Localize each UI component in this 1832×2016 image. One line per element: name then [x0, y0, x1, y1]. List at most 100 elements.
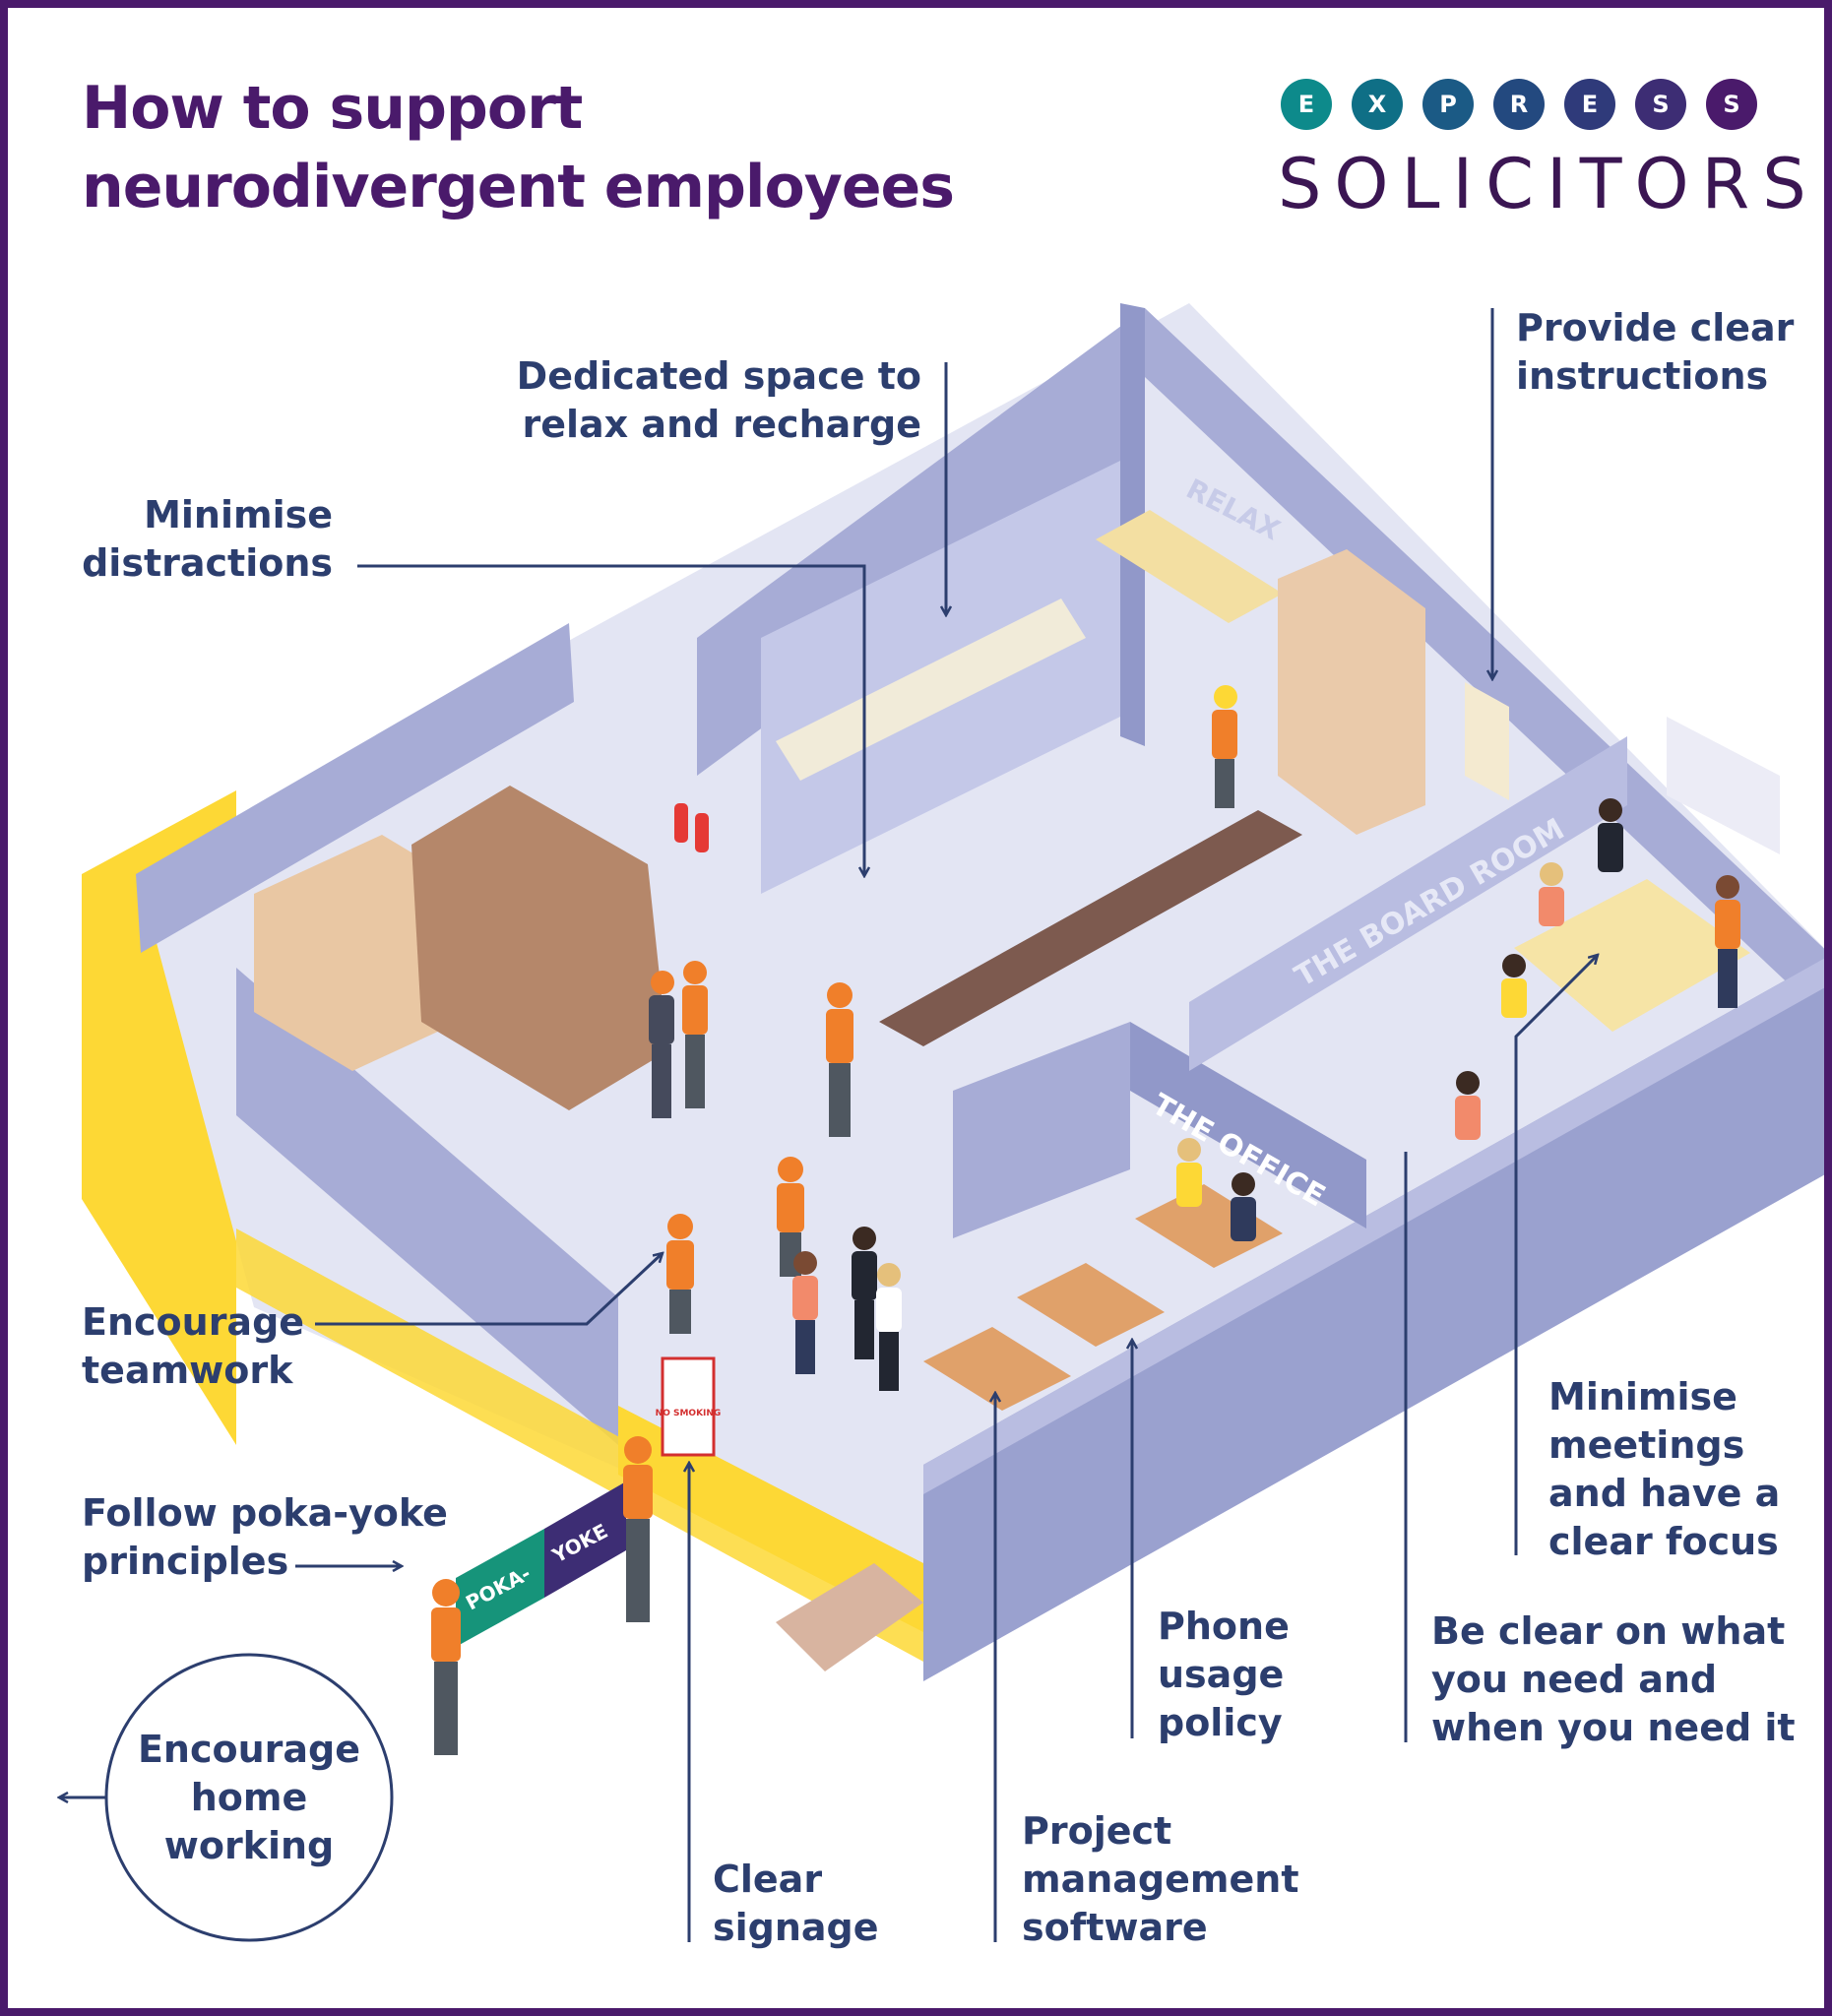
- chart-wall-poster: [1667, 717, 1780, 854]
- meeting-table: [1514, 879, 1750, 1032]
- title-line-2: neurodivergent employees: [82, 153, 955, 221]
- label-project-mgmt-line-3: software: [1022, 1906, 1208, 1949]
- label-distractions-line-2: distractions: [82, 541, 333, 585]
- logo-dot: P: [1422, 79, 1474, 130]
- office-desk-front: [923, 1327, 1071, 1411]
- page-title: How to support neurodivergent employees: [82, 69, 955, 226]
- label-be-clear: Be clear on what you need and when you n…: [1431, 1607, 1796, 1752]
- callout-line-distractions: [357, 564, 864, 876]
- label-home-working: Encourage home working: [106, 1726, 392, 1870]
- front-yellow-base: [236, 1228, 923, 1662]
- office-worker-figure: [852, 1227, 877, 1359]
- label-phone-line-2: usage: [1158, 1653, 1285, 1696]
- label-project-mgmt: Project management software: [1022, 1807, 1299, 1952]
- no-smoking-sign-text: NO SMOKING: [656, 1409, 722, 1418]
- label-poka-yoke: Follow poka-yoke principles: [82, 1489, 448, 1586]
- label-teamwork-line-2: teamwork: [82, 1349, 293, 1392]
- board-room-wall: [1189, 736, 1627, 1071]
- label-teamwork-line-1: Encourage: [82, 1300, 305, 1344]
- label-home-working-line-2: home: [190, 1776, 308, 1819]
- board-room-figure: [1715, 875, 1740, 1008]
- label-meetings-line-2: meetings: [1548, 1423, 1745, 1467]
- label-meetings-line-4: clear focus: [1548, 1520, 1779, 1563]
- office-desk-mid: [1017, 1263, 1165, 1347]
- front-left-wall: [236, 968, 618, 1445]
- large-brown-crates: [411, 786, 667, 1110]
- right-outer-wall: [1145, 308, 1824, 1018]
- board-room-figure: [1455, 1071, 1481, 1140]
- label-poka-yoke-line-2: principles: [82, 1540, 289, 1583]
- props: NO SMOKING: [254, 510, 1780, 1457]
- worker-figure: [666, 1214, 694, 1334]
- label-instructions-line-1: Provide clear: [1516, 306, 1795, 349]
- label-meetings: Minimise meetings and have a clear focus: [1548, 1373, 1780, 1566]
- storage-shelf: [1278, 549, 1425, 835]
- whiteboard: [1465, 682, 1509, 800]
- logo-letter-dots: E X P R E S S: [1281, 79, 1757, 130]
- board-room-figure: [1501, 954, 1527, 1018]
- callout-line-meetings: [1514, 955, 1598, 1555]
- no-smoking-sign: [661, 1356, 716, 1457]
- fire-extinguisher: [674, 803, 688, 843]
- label-home-working-line-1: Encourage: [137, 1728, 361, 1771]
- worker-figure: [826, 982, 853, 1137]
- label-be-clear-line-3: when you need it: [1431, 1706, 1796, 1749]
- conveyor-belt: [879, 810, 1302, 1046]
- label-signage-line-2: signage: [713, 1906, 879, 1949]
- worker-figure: [623, 1436, 653, 1622]
- label-home-working-line-3: working: [163, 1824, 335, 1867]
- label-project-mgmt-line-1: Project: [1022, 1809, 1172, 1853]
- entrance-stairs: [776, 1563, 923, 1671]
- office-worker-figure: [1176, 1138, 1202, 1207]
- worker-figure: [649, 971, 674, 1118]
- banner-left-panel: [456, 1529, 544, 1647]
- callout-line-teamwork: [315, 1253, 663, 1326]
- callout-lines: [59, 308, 1598, 1942]
- worker-figure: [682, 961, 708, 1108]
- poka-yoke-banner: POKA- YOKE: [456, 1481, 626, 1647]
- home-working-circle: [104, 1653, 394, 1942]
- label-signage: Clear signage: [713, 1856, 879, 1952]
- label-instructions: Provide clear instructions: [1516, 304, 1794, 401]
- label-instructions-line-2: instructions: [1516, 354, 1769, 398]
- office-desk-back: [1135, 1184, 1283, 1268]
- label-phone-line-1: Phone: [1158, 1605, 1290, 1648]
- logo-dot: X: [1352, 79, 1403, 130]
- back-left-wall: [136, 623, 574, 953]
- relax-sofa: [776, 598, 1086, 781]
- workers: [431, 685, 1740, 1755]
- label-meetings-line-3: and have a: [1548, 1472, 1781, 1515]
- label-meetings-line-1: Minimise: [1548, 1375, 1737, 1418]
- label-phone-line-3: policy: [1158, 1701, 1283, 1744]
- worker-figure: [1212, 685, 1237, 808]
- office-worker-figure: [792, 1251, 818, 1374]
- label-be-clear-line-2: you need and: [1431, 1658, 1718, 1701]
- worker-figure: [431, 1579, 461, 1755]
- office-partition: [953, 1022, 1130, 1238]
- label-teamwork: Encourage teamwork: [82, 1298, 304, 1395]
- isometric-building-illustration: RELAX THE BOARD ROOM THE OFFICE NO SMOKI…: [8, 303, 1824, 1942]
- office-worker-figure: [1231, 1172, 1256, 1241]
- label-be-clear-line-1: Be clear on what: [1431, 1609, 1786, 1653]
- label-distractions: Minimise distractions: [47, 491, 333, 588]
- logo-wordmark: SOLICITORS: [1278, 144, 1819, 224]
- logo-dot: E: [1281, 79, 1332, 130]
- logo-dot: R: [1493, 79, 1545, 130]
- board-room-figure: [1539, 862, 1564, 926]
- fire-extinguisher: [695, 813, 709, 852]
- logo-dot: S: [1706, 79, 1757, 130]
- banner-right-panel: [544, 1481, 626, 1598]
- label-relax: Dedicated space to relax and recharge: [461, 352, 921, 449]
- relax-desk: [1096, 510, 1283, 623]
- label-relax-line-1: Dedicated space to: [516, 354, 921, 398]
- label-project-mgmt-line-2: management: [1022, 1858, 1299, 1901]
- label-phone: Phone usage policy: [1158, 1603, 1290, 1747]
- office-back-wall: [1130, 1022, 1366, 1228]
- board-room-figure: [1598, 798, 1623, 872]
- label-signage-line-1: Clear: [713, 1858, 823, 1901]
- logo-dot: S: [1635, 79, 1686, 130]
- label-poka-yoke-line-1: Follow poka-yoke: [82, 1491, 448, 1535]
- logo-dot: E: [1564, 79, 1615, 130]
- label-distractions-line-1: Minimise: [144, 493, 333, 536]
